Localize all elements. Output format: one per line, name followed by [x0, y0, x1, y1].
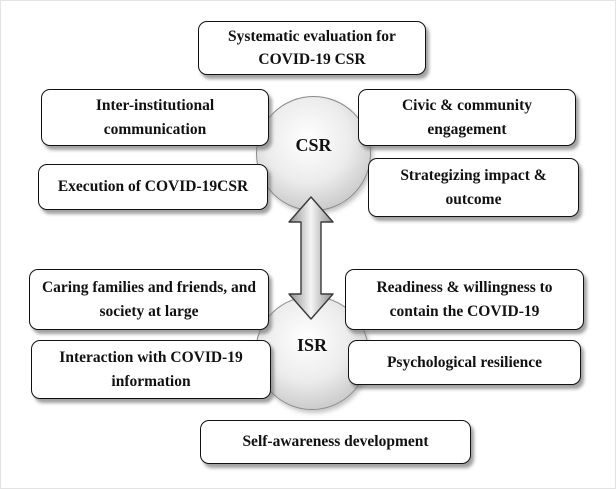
box-self-awareness-development: Self-awareness development: [200, 420, 471, 464]
csr-node-label: CSR: [295, 135, 332, 155]
isr-node-label: ISR: [296, 334, 327, 355]
box-psychological-resilience: Psychological resilience: [348, 340, 581, 385]
box-readiness-willingness: Readiness & willingness to contain the C…: [345, 269, 584, 330]
csr-node: CSR: [256, 96, 371, 211]
box-systematic-evaluation: Systematic evaluation for COVID-19 CSR: [198, 21, 426, 75]
double-arrow-connector: [288, 196, 334, 320]
box-civic-community-engagement: Civic & community engagement: [358, 89, 576, 146]
box-strategizing-impact-outcome: Strategizing impact & outcome: [368, 158, 579, 217]
box-interaction-covid19-information: Interaction with COVID-19 information: [31, 340, 271, 399]
box-execution-of-covid19-csr: Execution of COVID-19CSR: [38, 164, 268, 210]
box-caring-families-society: Caring families and friends, and society…: [29, 269, 269, 330]
double-arrow-shape: [288, 196, 334, 320]
box-inter-institutional-communication: Inter-institutional communication: [41, 89, 269, 146]
